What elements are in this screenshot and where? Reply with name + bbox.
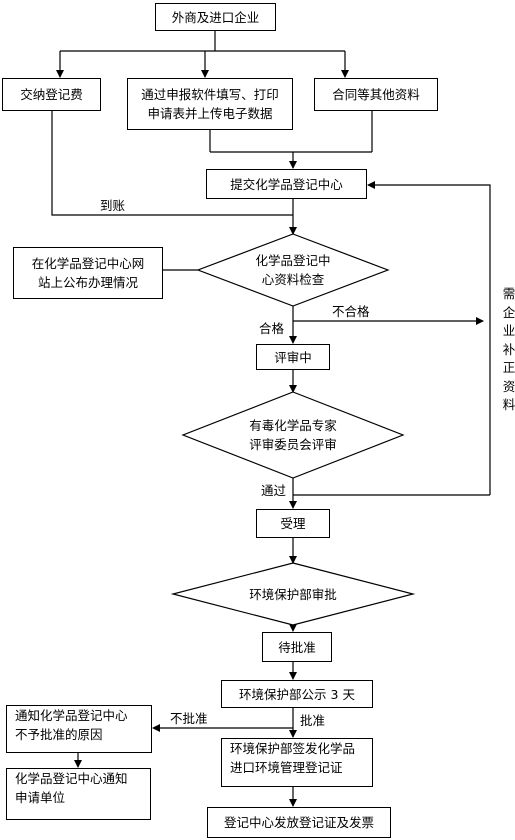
- notify-applicant-box: 化学品登记中心通知 申请单位: [6, 768, 151, 820]
- label-not-approved: 不批准: [170, 711, 208, 726]
- publicity-text: 环境保护部公示 3 天: [239, 686, 355, 702]
- software-box: 通过申报软件填写、打印 申请表并上传电子数据: [127, 78, 293, 130]
- label-paid: 到账: [100, 198, 126, 213]
- issue-box: 登记中心发放登记证及发票: [207, 807, 391, 838]
- expert-text-line2: 评审委员会评审: [249, 437, 337, 452]
- certificate-text-line1: 环境保护部签发化学品: [230, 741, 356, 756]
- notify-text-line1: 通知化学品登记中心: [15, 708, 128, 723]
- approval-decision-diamond: [170, 562, 416, 626]
- arrow-supplement-loop: [367, 181, 491, 495]
- reviewing-box: 评审中: [256, 344, 330, 370]
- label-fail: 不合格: [332, 304, 370, 319]
- notify-text-line2: 不予批准的原因: [15, 727, 103, 742]
- notify-box: 通知化学品登记中心 不予批准的原因: [6, 705, 152, 753]
- contract-box: 合同等其他资料: [314, 78, 438, 111]
- issue-text: 登记中心发放登记证及发票: [223, 815, 374, 830]
- certificate-text-line2: 进口环境管理登记证: [230, 760, 343, 775]
- start-box: 外商及进口企业: [155, 3, 276, 31]
- reviewing-text: 评审中: [274, 349, 312, 365]
- publish-text-line1: 在化学品登记中心网: [31, 256, 145, 271]
- publish-text-line2: 站上公布办理情况: [37, 275, 138, 290]
- label-supplement: 需企业补正资料: [502, 286, 515, 412]
- software-text-line2: 申请表并上传电子数据: [147, 106, 273, 121]
- accepted-text: 受理: [280, 516, 306, 531]
- label-pass-check: 合格: [259, 321, 285, 336]
- check-text-line2: 心资料检查: [261, 272, 325, 287]
- pending-box: 待批准: [262, 632, 332, 662]
- certificate-box: 环境保护部签发化学品 进口环境管理登记证: [221, 738, 373, 787]
- publicity-box: 环境保护部公示 3 天: [221, 680, 373, 708]
- pending-text: 待批准: [278, 639, 316, 655]
- check-text: 化学品登记中 心资料检查: [238, 250, 348, 290]
- notify-applicant-text-line1: 化学品登记中心通知: [15, 771, 128, 786]
- approval-text: 环境保护部审批: [223, 584, 363, 604]
- expert-text-line1: 有毒化学品专家: [249, 418, 337, 433]
- contract-text: 合同等其他资料: [332, 87, 420, 102]
- fee-box: 交纳登记费: [2, 78, 101, 111]
- expert-decision-diamond: [181, 391, 405, 479]
- publish-box: 在化学品登记中心网 站上公布办理情况: [13, 247, 163, 299]
- approval-text-label: 环境保护部审批: [249, 586, 337, 602]
- submit-box: 提交化学品登记中心: [206, 169, 367, 199]
- submit-text: 提交化学品登记中心: [230, 176, 343, 192]
- connector-fee-paid: [51, 111, 293, 216]
- label-approved: 批准: [300, 713, 326, 728]
- start-text: 外商及进口企业: [171, 9, 260, 25]
- check-decision-diamond: [196, 233, 390, 307]
- check-text-line1: 化学品登记中: [255, 253, 331, 268]
- software-text-line1: 通过申报软件填写、打印: [141, 87, 279, 102]
- expert-text: 有毒化学品专家 评审委员会评审: [228, 415, 358, 455]
- fee-text: 交纳登记费: [20, 87, 83, 102]
- accepted-box: 受理: [256, 509, 330, 538]
- label-passed: 通过: [261, 483, 287, 498]
- notify-applicant-text-line2: 申请单位: [15, 790, 66, 805]
